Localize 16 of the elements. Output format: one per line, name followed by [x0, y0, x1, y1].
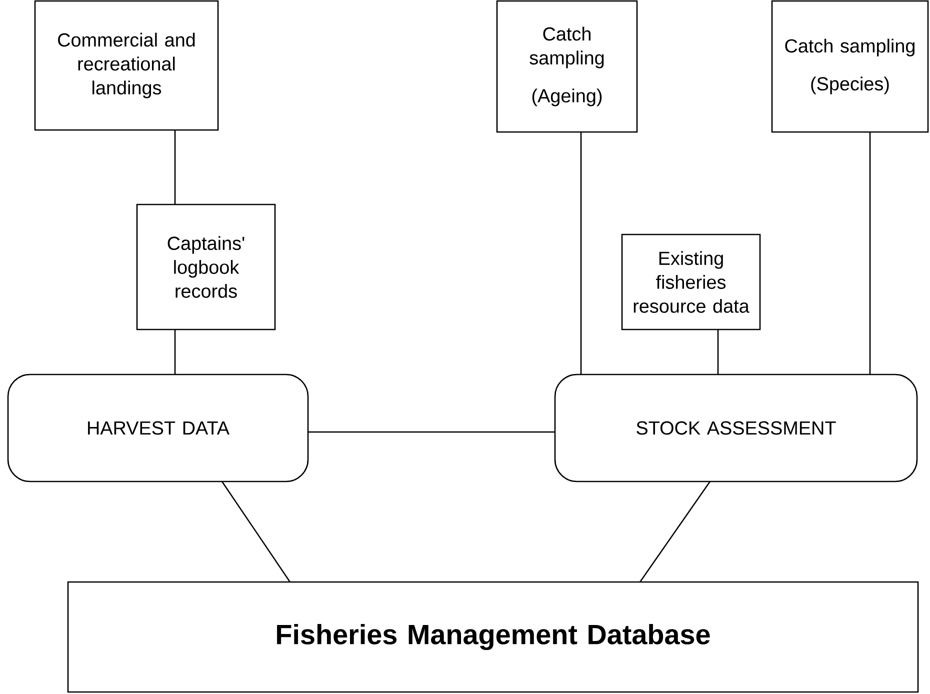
database-box: Fisheries Management Database — [67, 581, 919, 693]
process-box: Catch sampling (Species) — [771, 0, 929, 133]
connector-line — [869, 132, 871, 374]
connector-line — [221, 481, 291, 582]
connector-line — [639, 481, 711, 582]
process-box: Existing fisheries resource data — [621, 234, 761, 330]
connector-line — [308, 431, 555, 433]
process-box: Captains' logbook records — [136, 204, 276, 330]
connector-line — [580, 132, 582, 374]
connector-line — [174, 330, 176, 374]
process-box: Commercial and recreational landings — [34, 0, 219, 131]
rounded-box: HARVEST DATA — [7, 374, 309, 482]
connector-line — [717, 330, 719, 374]
connector-line — [174, 130, 176, 204]
process-box: Catch sampling (Ageing) — [496, 0, 638, 133]
rounded-box: STOCK ASSESSMENT — [554, 374, 918, 482]
